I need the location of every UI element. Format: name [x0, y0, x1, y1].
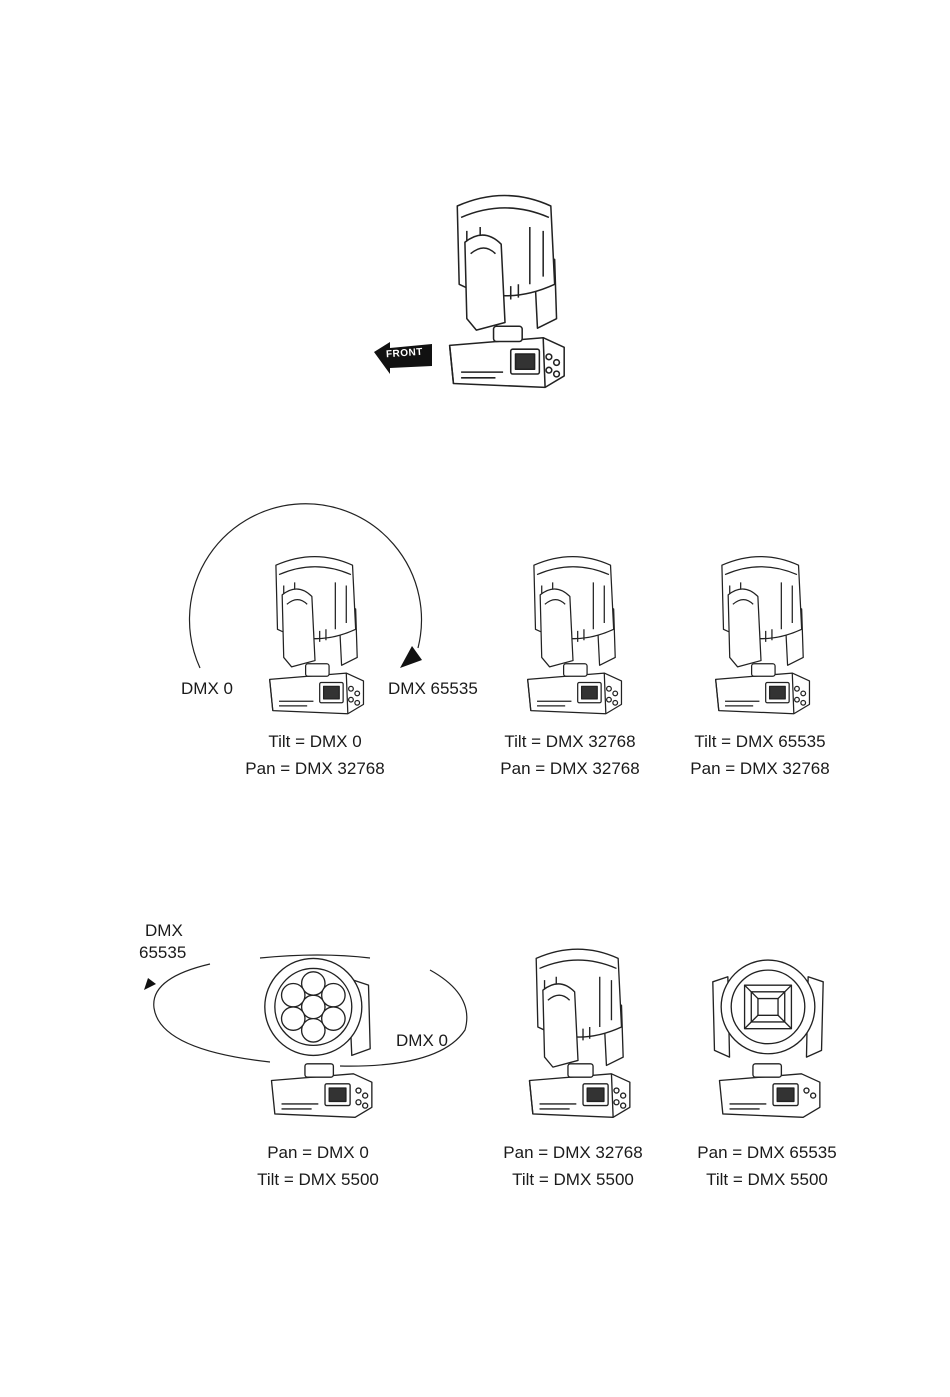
fixture-tilt-32768: [508, 548, 638, 720]
pan-top-label-line2: 65535: [139, 942, 186, 964]
caption-line: Tilt = DMX 5500: [672, 1166, 862, 1193]
caption-line: Pan = DMX 32768: [670, 755, 850, 782]
pan-right-label: DMX 0: [396, 1031, 448, 1051]
caption-line: Tilt = DMX 0: [230, 728, 400, 755]
caption-line: Tilt = DMX 5500: [228, 1166, 408, 1193]
caption-line: Tilt = DMX 5500: [478, 1166, 668, 1193]
pan-top-label-line1: DMX: [145, 920, 186, 942]
caption-line: Tilt = DMX 32768: [480, 728, 660, 755]
fixture-pan-65535: [698, 940, 838, 1124]
pan-top-label: DMX 65535: [145, 920, 186, 964]
caption-line: Pan = DMX 32768: [478, 1139, 668, 1166]
fixture-tilt-0: [250, 548, 380, 720]
tilt-caption-2: Tilt = DMX 32768 Pan = DMX 32768: [480, 728, 660, 782]
fixture-pan-0: [250, 940, 390, 1124]
caption-line: Pan = DMX 32768: [230, 755, 400, 782]
caption-line: Tilt = DMX 65535: [670, 728, 850, 755]
tilt-left-label: DMX 0: [181, 679, 233, 699]
tilt-caption-1: Tilt = DMX 0 Pan = DMX 32768: [230, 728, 400, 782]
tilt-right-label: DMX 65535: [388, 679, 478, 699]
caption-line: Pan = DMX 32768: [480, 755, 660, 782]
fixture-front-view: [425, 185, 585, 395]
fixture-pan-32768: [508, 940, 648, 1124]
pan-caption-2: Pan = DMX 32768 Tilt = DMX 5500: [478, 1139, 668, 1193]
caption-line: Pan = DMX 65535: [672, 1139, 862, 1166]
caption-line: Pan = DMX 0: [228, 1139, 408, 1166]
fixture-tilt-65535: [696, 548, 826, 720]
pan-caption-3: Pan = DMX 65535 Tilt = DMX 5500: [672, 1139, 862, 1193]
tilt-caption-3: Tilt = DMX 65535 Pan = DMX 32768: [670, 728, 850, 782]
pan-caption-1: Pan = DMX 0 Tilt = DMX 5500: [228, 1139, 408, 1193]
